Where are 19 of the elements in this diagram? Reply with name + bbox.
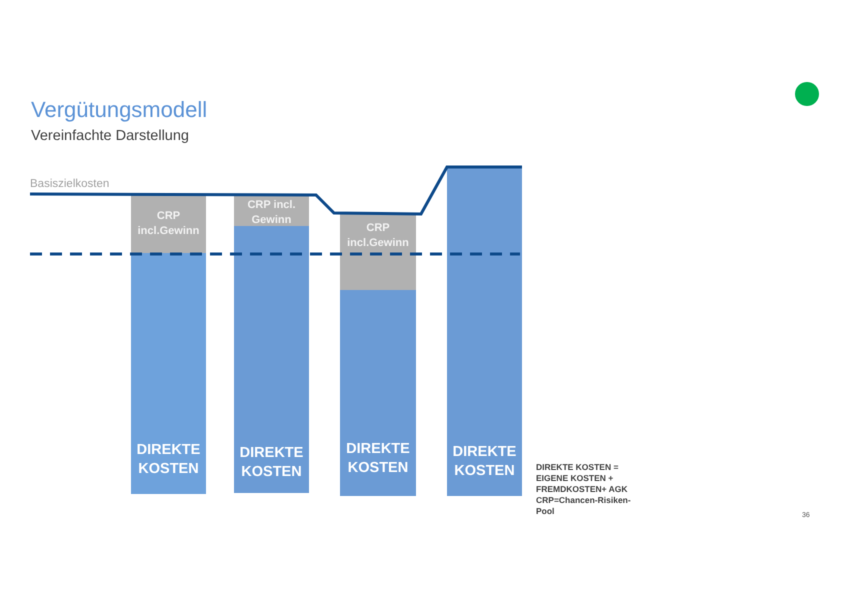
- bar-label: CRP incl.Gewinn: [346, 221, 410, 251]
- title: Vergütungsmodell: [31, 97, 208, 123]
- cost-bar: [131, 253, 206, 494]
- bar-label: CRP incl. Gewinn: [246, 198, 297, 228]
- bar-label: DIREKTE KOSTEN: [452, 443, 518, 481]
- subtitle: Vereinfachte Darstellung: [31, 128, 189, 144]
- cost-segment-bar: [340, 214, 416, 290]
- cost-bar: [447, 167, 522, 496]
- note-text: CRP=Chancen-Risiken-Pool: [536, 495, 632, 517]
- bar-label: DIREKTE KOSTEN: [136, 441, 202, 479]
- line-label: Basiszielkosten: [30, 178, 110, 190]
- cost-segment-bar: [131, 195, 206, 253]
- cost-bar: [340, 290, 416, 496]
- cost-segment-bar: [234, 195, 309, 226]
- cost-bar: [234, 226, 309, 493]
- bar-label: DIREKTE KOSTEN: [345, 440, 411, 478]
- bar-label: DIREKTE KOSTEN: [238, 444, 304, 482]
- bar-label: CRP incl.Gewinn: [136, 209, 200, 239]
- note-text: DIREKTE KOSTEN = EIGENE KOSTEN + FREMDKOSTEN+ AGK: [536, 462, 629, 495]
